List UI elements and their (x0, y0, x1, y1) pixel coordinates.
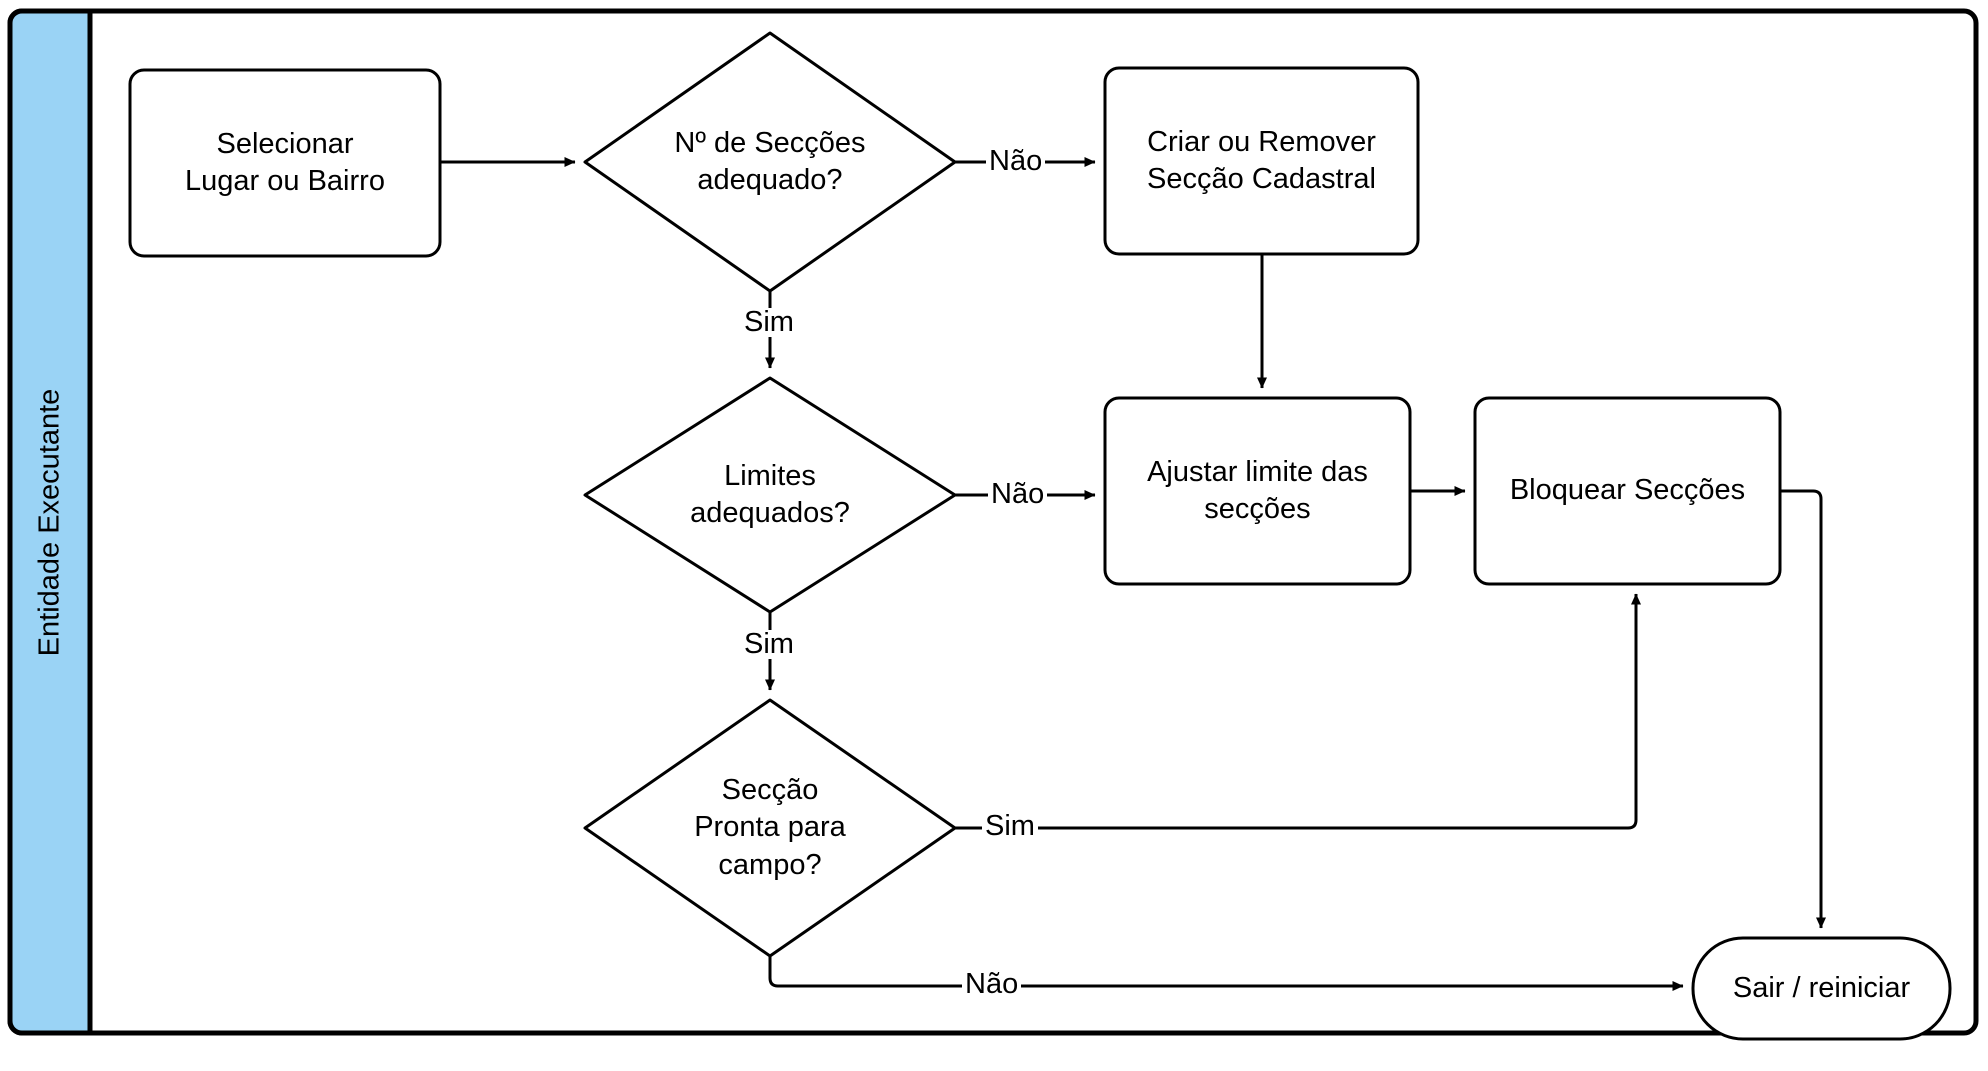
edge-bloquear-to-sair (1780, 489, 1826, 929)
edge-label-seccao-pronta-sim: Sim (982, 812, 1038, 841)
node-bloquear[interactable] (1473, 396, 1782, 586)
node-selecionar[interactable] (128, 68, 442, 258)
node-ajustar-limite[interactable] (1103, 396, 1412, 586)
edge-label-seccao-pronta-nao: Não (962, 970, 1022, 999)
node-sair[interactable] (1691, 936, 1952, 1041)
edge-seccao-pronta-to-sair (768, 956, 1684, 991)
node-criar-remover[interactable] (1103, 66, 1420, 256)
edge-seccao-pronta-to-bloquear (955, 593, 1641, 830)
edge-label-limites-nao: Não (988, 480, 1048, 509)
lane-header-strip (7, 8, 93, 1036)
edge-label-limites-sim: Sim (741, 630, 797, 659)
edge-label-num-seccoes-sim: Sim (741, 308, 797, 337)
edge-label-num-seccoes-nao: Não (986, 147, 1046, 176)
